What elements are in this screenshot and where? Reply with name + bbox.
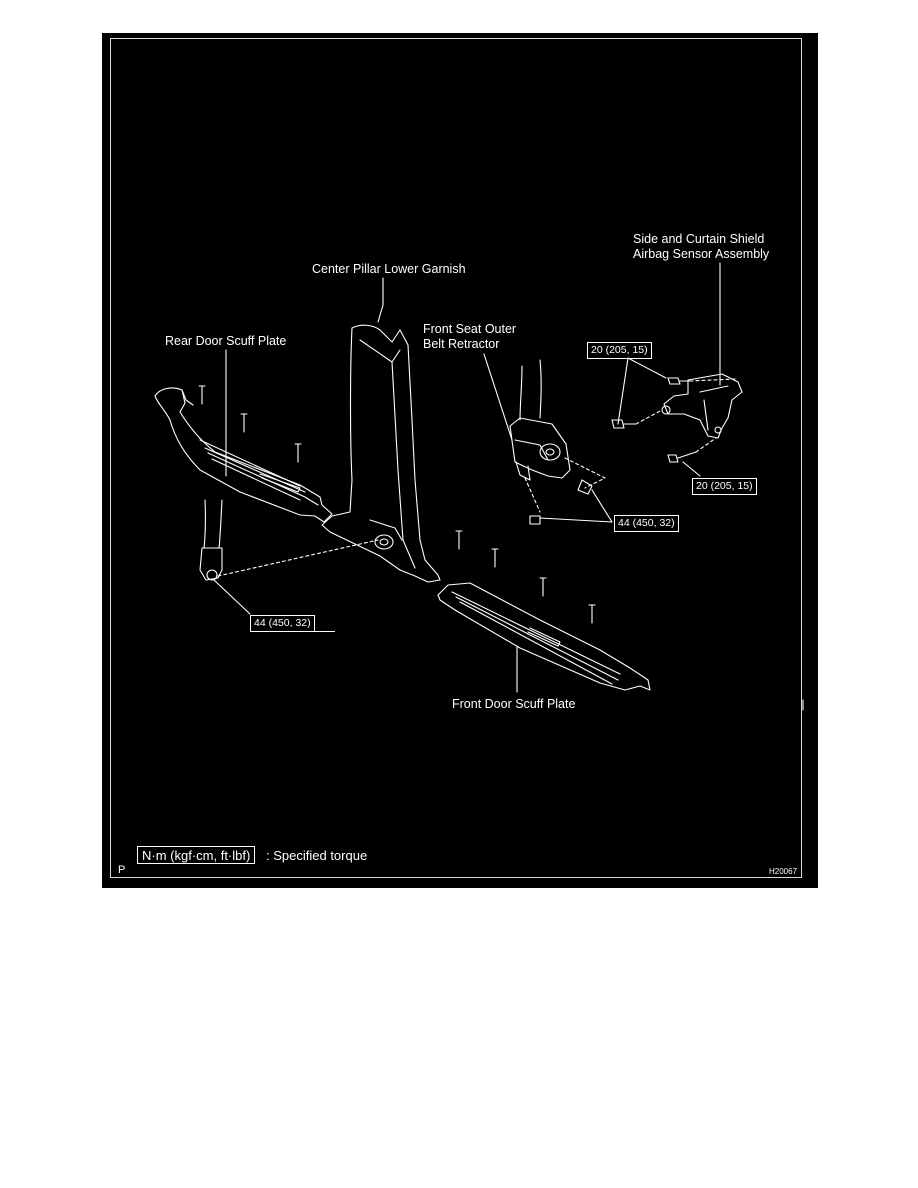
- label-belt-retractor: Belt Retractor: [423, 337, 500, 351]
- figure-id: H20067: [769, 867, 798, 876]
- label-front-door-scuff-plate: Front Door Scuff Plate: [452, 697, 576, 711]
- front-scuff-screws: [455, 530, 596, 624]
- diagram-frame: [110, 38, 802, 878]
- leader-lines: [213, 262, 721, 693]
- label-airbag-sensor-assembly: Airbag Sensor Assembly: [633, 247, 770, 261]
- label-side-and-curtain-shield: Side and Curtain Shield: [633, 232, 765, 246]
- front-seat-outer-belt-retractor: [509, 359, 606, 525]
- legend-text: : Specified torque: [266, 848, 368, 863]
- airbag-sensor-assembly: [611, 373, 743, 463]
- rear-door-scuff-plate: [154, 387, 333, 523]
- label-front-seat-outer: Front Seat Outer: [423, 322, 517, 336]
- torque-callout-belt-anchor: 44 (450, 32): [250, 615, 315, 632]
- torque-callout-sensor-top: 20 (205, 15): [587, 342, 652, 359]
- label-center-pillar-lower-garnish: Center Pillar Lower Garnish: [312, 262, 466, 276]
- diagram-panel: [102, 33, 818, 888]
- torque-callout-sensor-bottom: 20 (205, 15): [692, 478, 757, 495]
- seat-belt-lower-anchor: [199, 499, 379, 581]
- center-pillar-lower-garnish: [321, 324, 441, 583]
- label-rear-door-scuff-plate: Rear Door Scuff Plate: [165, 334, 287, 348]
- legend-unit-box: N·m (kgf·cm, ft·lbf): [137, 846, 256, 864]
- rear-scuff-screws: [198, 385, 302, 463]
- front-door-scuff-plate: [437, 582, 651, 691]
- torque-callout-retractor: 44 (450, 32): [614, 515, 679, 532]
- page-mark: P: [118, 864, 126, 876]
- torque-underline: [250, 631, 335, 632]
